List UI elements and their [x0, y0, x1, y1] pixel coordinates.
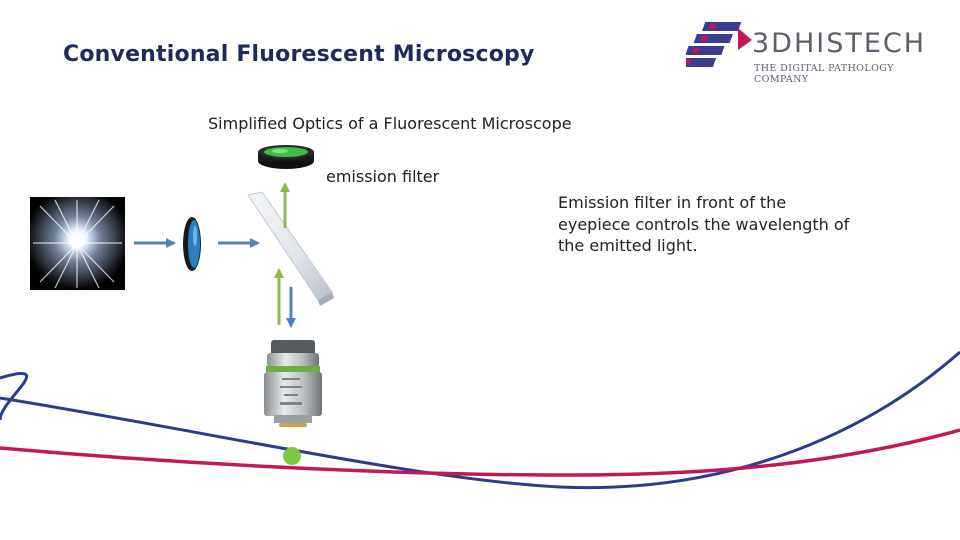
company-logo: 3DHISTECH THE DIGITAL PATHOLOGY COMPANY	[676, 20, 946, 85]
logo-name: 3DHISTECH	[752, 28, 927, 59]
swoosh-blue-curve	[0, 350, 960, 490]
slide-title: Conventional Fluorescent Microscopy	[63, 42, 535, 67]
swoosh-blue-lower-curve	[0, 372, 29, 421]
light-source-icon	[30, 197, 125, 290]
diagram-subtitle: Simplified Optics of a Fluorescent Micro…	[208, 114, 572, 133]
swoosh-magenta-curve	[0, 428, 960, 477]
description-text: Emission filter in front of the eyepiece…	[558, 193, 850, 255]
logo-tagline: THE DIGITAL PATHOLOGY COMPANY	[754, 63, 894, 85]
specimen-icon	[283, 447, 301, 465]
emission-filter-icon	[258, 145, 314, 169]
excitation-filter-icon	[183, 217, 201, 271]
dichroic-mirror-icon	[247, 191, 334, 306]
emission-filter-label: emission filter	[326, 167, 440, 186]
objective-lens-icon	[264, 340, 322, 427]
logo-slides-icon	[676, 22, 752, 67]
